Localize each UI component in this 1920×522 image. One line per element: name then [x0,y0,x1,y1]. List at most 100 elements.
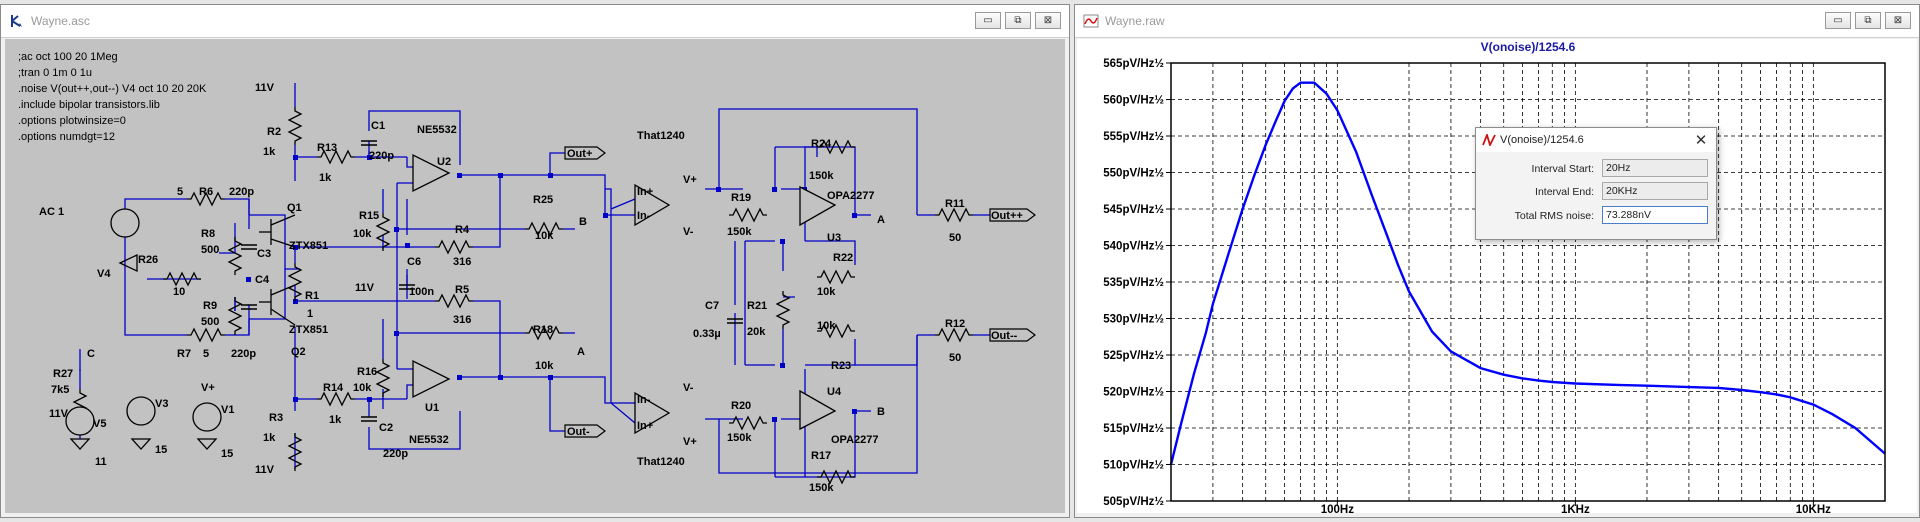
directive-5[interactable]: .options plotwinsize=0 [18,115,126,127]
label-r6: R6 [199,186,213,198]
label-v3-val: 15 [155,444,167,456]
label-r17: R17 [811,450,831,462]
label-c1-val: 220p [369,150,394,162]
label-r19: R19 [731,192,751,204]
label-r7-val: 5 [203,348,209,360]
transistors [259,214,296,326]
label-r15-val: 10k [353,228,372,240]
maximize-button[interactable]: ⧉ [1005,12,1031,29]
label-that2-inm: In- [637,394,651,406]
directive-2[interactable]: ;tran 0 1m 0 1u [18,67,92,79]
label-r11: R11 [945,198,965,210]
label-r25-node: B [579,216,587,228]
label-top-rail: 11V [255,82,275,94]
rms-noise-field[interactable]: 73.288nV [1602,206,1708,224]
label-r13: R13 [317,142,337,154]
label-that1-vm: V- [683,226,694,238]
interval-end-label: Interval End: [1535,186,1594,198]
label-out-m: Out- [567,426,590,438]
y-tick-label: 520pV/Hz½ [1103,387,1164,399]
label-r9: R9 [203,300,217,312]
sources [65,208,222,436]
series-line-onoise [1169,81,1886,465]
label-that1-inp: In+ [637,186,653,198]
y-axis-ticks: 565pV/Hz½560pV/Hz½555pV/Hz½550pV/Hz½545p… [1103,58,1171,508]
label-r7: R7 [177,348,191,360]
label-r22-val: 10k [817,286,836,298]
label-v5: V5 [93,418,106,430]
label-that2-inp: In+ [637,420,653,432]
x-tick-label: 100Hz [1321,504,1354,515]
close-button[interactable]: ⊠ [1035,12,1061,29]
label-r19-val: 150k [727,226,752,238]
label-c6-val: 100n [409,286,434,298]
noise-chart[interactable]: V(onoise)/1254.6 565pV/Hz½560pV/Hz½555pV… [1077,39,1915,516]
label-u1: U1 [425,402,439,414]
label-that1-inm: In- [637,210,651,222]
chart-frame [1170,62,1886,502]
y-tick-label: 530pV/Hz½ [1103,314,1164,326]
minimize-button[interactable]: ▭ [975,12,1001,29]
label-out-p: Out+ [567,148,592,160]
label-u4: U4 [827,386,842,398]
schematic-canvas[interactable]: ;ac oct 100 20 1Meg ;tran 0 1m 0 1u .noi… [5,39,1065,513]
label-r20: R20 [731,400,751,412]
y-tick-label: 545pV/Hz½ [1103,204,1164,216]
label-v1-val: 15 [221,448,233,460]
directive-3[interactable]: .noise V(out++,out--) V4 oct 10 20 20K [18,83,207,95]
label-r24-val: 150k [809,170,834,182]
y-tick-label: 510pV/Hz½ [1103,460,1164,472]
chart-title: V(onoise)/1254.6 [1481,40,1576,54]
directive-1[interactable]: ;ac oct 100 20 1Meg [18,51,118,63]
label-u2-model: NE5532 [417,124,457,136]
label-r8-val: 500 [201,244,219,256]
capacitors [241,140,743,422]
y-tick-label: 550pV/Hz½ [1103,168,1164,180]
maximize-button[interactable]: ⧉ [1855,12,1881,29]
interval-end-field[interactable]: 20KHz [1602,182,1708,200]
label-mid-rail: 11V [355,282,375,294]
label-r16: R16 [357,366,377,378]
label-q2-model: ZTX851 [289,324,328,336]
label-v3: V3 [155,398,168,410]
label-r20-val: 150k [727,432,752,444]
label-q1-model: ZTX851 [289,240,328,252]
close-button[interactable]: ⊠ [1885,12,1911,29]
schematic-titlebar[interactable]: Wayne.asc ▭ ⧉ ⊠ [1,5,1069,38]
label-r3: R3 [269,412,283,424]
label-r14: R14 [323,382,344,394]
label-that2-vm: V- [683,382,694,394]
label-r18-node: A [577,346,585,358]
label-r14-val: 1k [329,414,342,426]
plot-titlebar[interactable]: Wayne.raw ▭ ⧉ ⊠ [1075,5,1919,38]
minimize-button[interactable]: ▭ [1825,12,1851,29]
dialog-titlebar[interactable]: V(onoise)/1254.6 ✕ [1476,128,1716,152]
label-r21-val: 20k [747,326,766,338]
directive-4[interactable]: .include bipolar transistors.lib [18,99,160,111]
label-r4-val: 316 [453,256,471,268]
y-tick-label: 540pV/Hz½ [1103,241,1164,253]
directive-6[interactable]: .options numdgt=12 [18,131,115,143]
y-tick-label: 555pV/Hz½ [1103,131,1164,143]
interval-start-label: Interval Start: [1531,163,1594,175]
ltspice-icon [1482,134,1496,146]
schematic-title: Wayne.asc [31,14,90,28]
spice-directives: ;ac oct 100 20 1Meg ;tran 0 1m 0 1u .noi… [18,51,207,143]
label-r22: R22 [833,252,853,264]
label-bot-rail: 11V [255,464,275,476]
label-r26-val: 10 [173,286,185,298]
y-tick-label: 565pV/Hz½ [1103,58,1164,70]
label-that1-vp: V+ [683,174,697,186]
label-r26: R26 [138,254,158,266]
label-v4: V4 [97,268,111,280]
label-c4-val: 220p [231,348,256,360]
label-r11-val: 50 [949,232,961,244]
label-u2: U2 [437,156,451,168]
label-v5-top: 11V [49,408,69,420]
interval-start-field[interactable]: 20Hz [1602,159,1708,177]
y-tick-label: 505pV/Hz½ [1103,496,1164,508]
y-tick-label: 515pV/Hz½ [1103,423,1164,435]
close-icon[interactable]: ✕ [1694,132,1708,149]
rms-noise-label: Total RMS noise: [1514,210,1594,222]
